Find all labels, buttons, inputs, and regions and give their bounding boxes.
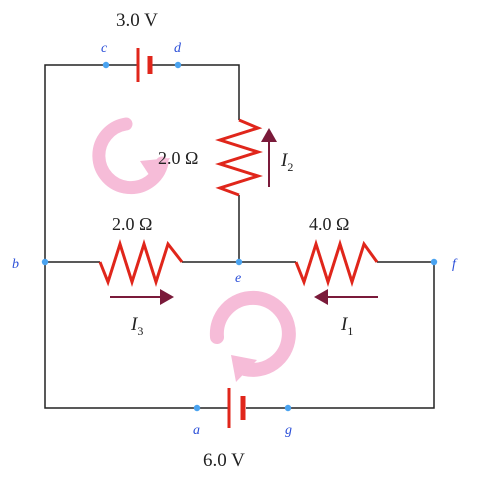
wires <box>44 64 435 409</box>
node-f-label: f <box>452 257 458 272</box>
current-i2-sub: 2 <box>287 160 293 174</box>
node-b-label: b <box>12 257 19 272</box>
node-a-label: a <box>193 423 200 438</box>
battery-top-label: 3.0 V <box>116 10 158 31</box>
wire-right <box>246 261 435 409</box>
resistor-left <box>98 239 184 287</box>
current-i3-sub: 3 <box>137 324 143 338</box>
current-i2-label: I2 <box>280 150 293 174</box>
wire-top-left <box>44 64 228 409</box>
battery-top <box>136 48 153 82</box>
resistor-vertical-label: 2.0 Ω <box>158 148 198 168</box>
resistor-vertical <box>215 118 263 197</box>
battery-bottom <box>227 388 246 428</box>
wire-top-right <box>152 64 240 120</box>
resistor-right <box>294 239 379 287</box>
resistor-right-label: 4.0 Ω <box>309 214 349 234</box>
node-c-dot <box>102 61 110 69</box>
node-e-dot <box>235 258 243 266</box>
current-i1-label: I1 <box>340 314 353 338</box>
node-f-dot <box>430 258 438 266</box>
node-e-label: e <box>235 271 241 286</box>
node-d-label: d <box>174 41 182 56</box>
node-b-dot <box>41 258 49 266</box>
node-g-dot <box>284 404 292 412</box>
node-c-label: c <box>101 41 108 56</box>
current-i1-letter: I <box>340 314 349 335</box>
loop-arrow-lower <box>209 290 296 382</box>
loop-arrow-upper <box>92 117 170 195</box>
current-i2-letter: I <box>280 150 289 171</box>
node-d-dot <box>174 61 182 69</box>
battery-bottom-label: 6.0 V <box>203 450 245 471</box>
resistor-left-label: 2.0 Ω <box>112 214 152 234</box>
nodes <box>41 61 438 412</box>
node-a-dot <box>193 404 201 412</box>
current-i3-label: I3 <box>130 314 143 338</box>
node-g-label: g <box>285 423 292 438</box>
current-i3-letter: I <box>130 314 139 335</box>
current-i1-sub: 1 <box>347 324 353 338</box>
